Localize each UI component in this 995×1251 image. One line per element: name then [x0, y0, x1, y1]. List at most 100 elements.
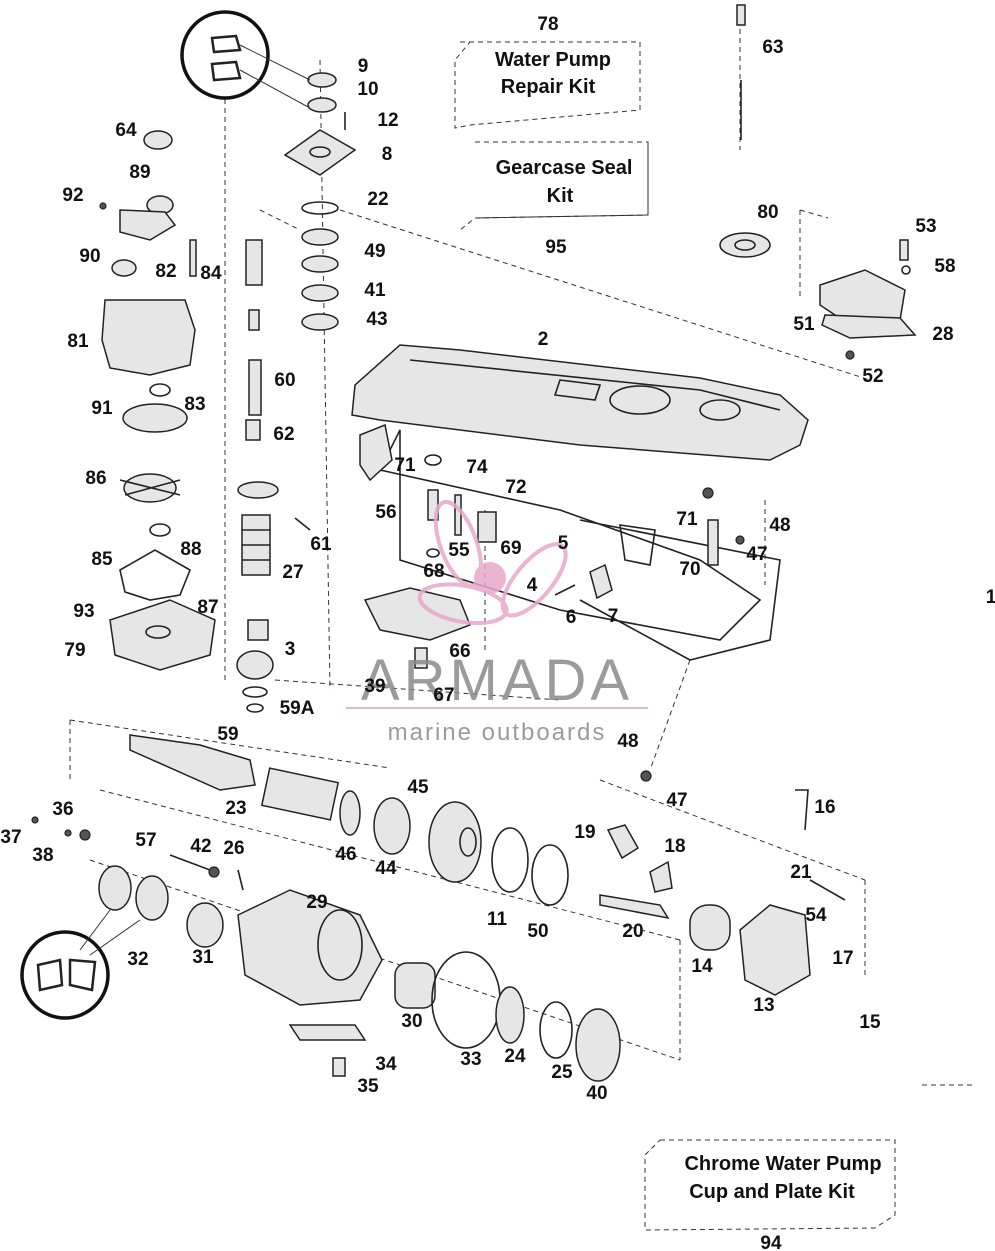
part-number-label: 86 [85, 468, 106, 489]
part-number-label: 7 [608, 606, 619, 627]
part-number-label: 40 [586, 1083, 607, 1104]
kit-box-gearcase-seal: Gearcase Seal Kit 95 [459, 141, 649, 258]
part-number-label: 30 [401, 1011, 422, 1032]
watermark: ARMADA marine outboards [346, 499, 648, 746]
part-number-label: 47 [746, 544, 767, 565]
part-number-label: 72 [505, 477, 526, 498]
part-number-label: 80 [757, 202, 778, 223]
part-number-label: 44 [375, 858, 397, 879]
part-number-label: 34 [375, 1054, 397, 1075]
part-number-label: 92 [62, 185, 83, 206]
seal-detail-inset-bottom [20, 909, 141, 1020]
part-number-label: 58 [934, 256, 955, 277]
propshaft-assembly [129, 734, 846, 996]
part-number-label: 23 [225, 798, 246, 819]
part-number-label: 88 [180, 539, 201, 560]
driveshaft-column [236, 239, 311, 713]
part-number-label: 38 [32, 845, 53, 866]
part-number-label: 87 [197, 597, 218, 618]
gearcase-housing [351, 344, 809, 661]
part-number-label: 62 [273, 424, 294, 445]
kit-number: 78 [537, 14, 558, 35]
part-number-label: 56 [375, 502, 396, 523]
part-number-label: 70 [679, 559, 700, 580]
part-number-label: 54 [805, 905, 827, 926]
part-number-label: 69 [500, 538, 521, 559]
kit-number: 94 [760, 1233, 782, 1251]
water-pump-stack [99, 130, 216, 671]
part-number-label: 89 [129, 162, 150, 183]
shift-components [359, 423, 745, 782]
part-number-label: 84 [200, 263, 222, 284]
part-number-label: 14 [691, 956, 713, 977]
part-number-label: 2 [538, 329, 549, 350]
part-number-label: 4 [527, 575, 538, 596]
part-number-label: 50 [527, 921, 548, 942]
part-number-label: 66 [449, 641, 470, 662]
watermark-brand: ARMADA [361, 648, 633, 713]
part-number-label: 59A [280, 698, 315, 719]
part-number-label: 13 [753, 995, 774, 1016]
part-number-label: 71 [676, 509, 698, 530]
part-number-label: 48 [617, 731, 638, 752]
kit-number: 95 [545, 237, 567, 258]
part-number-label: 59 [217, 724, 238, 745]
part-number-label: 22 [367, 189, 388, 210]
part-number-label: 82 [155, 261, 176, 282]
kit-title-line1: Chrome Water Pump [684, 1153, 881, 1175]
part-number-label: 90 [79, 246, 100, 267]
watermark-tagline: marine outboards [388, 719, 607, 746]
part-number-label: 64 [115, 120, 137, 141]
part-number-label: 29 [306, 892, 327, 913]
kit-title-line2: Kit [547, 185, 574, 207]
part-number-label: 83 [184, 394, 205, 415]
part-number-label: 81 [67, 331, 89, 352]
part-number-label: 57 [135, 830, 156, 851]
kit-title-line2: Cup and Plate Kit [689, 1181, 855, 1203]
part-number-label: 45 [407, 777, 429, 798]
part-number-label: 39 [364, 676, 385, 697]
kit-box-chrome-water-pump: Chrome Water Pump Cup and Plate Kit 94 [644, 1139, 896, 1251]
part-number-label: 8 [382, 144, 393, 165]
propeller-logo [417, 499, 568, 626]
part-number-label: 46 [335, 844, 356, 865]
part-number-label: 60 [274, 370, 295, 391]
part-number-label: 53 [915, 216, 936, 237]
part-number-label: 33 [460, 1049, 481, 1070]
part-number-label: 55 [448, 540, 470, 561]
part-number-label: 17 [832, 948, 853, 969]
part-number-label: 16 [814, 797, 835, 818]
upper-right-components [719, 4, 917, 360]
part-number-label: 91 [91, 398, 113, 419]
assembly-lines [69, 20, 975, 1086]
part-number-label: 37 [0, 827, 21, 848]
part-number-label: 25 [551, 1062, 573, 1083]
part-number-label: 35 [357, 1076, 379, 1097]
part-number-label: 10 [357, 79, 378, 100]
part-number-label: 31 [192, 947, 214, 968]
part-number-label: 68 [423, 561, 444, 582]
part-number-label: 48 [769, 515, 790, 536]
part-number-label: 15 [859, 1012, 881, 1033]
bearing-seal-stack [283, 72, 357, 331]
part-number-label: 32 [127, 949, 148, 970]
part-number-label: 1 [986, 587, 995, 608]
kit-title-line2: Repair Kit [501, 76, 596, 98]
part-number-label: 21 [790, 862, 812, 883]
kit-title-line1: Water Pump [495, 49, 611, 71]
part-number-label: 51 [793, 314, 815, 335]
part-number-label: 71 [394, 455, 416, 476]
part-number-label: 26 [223, 838, 244, 859]
part-number-label: 93 [73, 601, 94, 622]
part-number-label: 9 [358, 56, 369, 77]
part-number-label: 61 [310, 534, 332, 555]
kit-box-water-pump-repair: 78 Water Pump Repair Kit [454, 14, 641, 129]
part-number-label: 43 [366, 309, 387, 330]
part-number-label: 3 [285, 639, 296, 660]
part-number-label: 67 [433, 685, 454, 706]
part-number-label: 27 [282, 562, 303, 583]
part-number-label: 49 [364, 241, 385, 262]
part-number-label: 6 [566, 607, 577, 628]
part-number-label: 74 [466, 457, 488, 478]
